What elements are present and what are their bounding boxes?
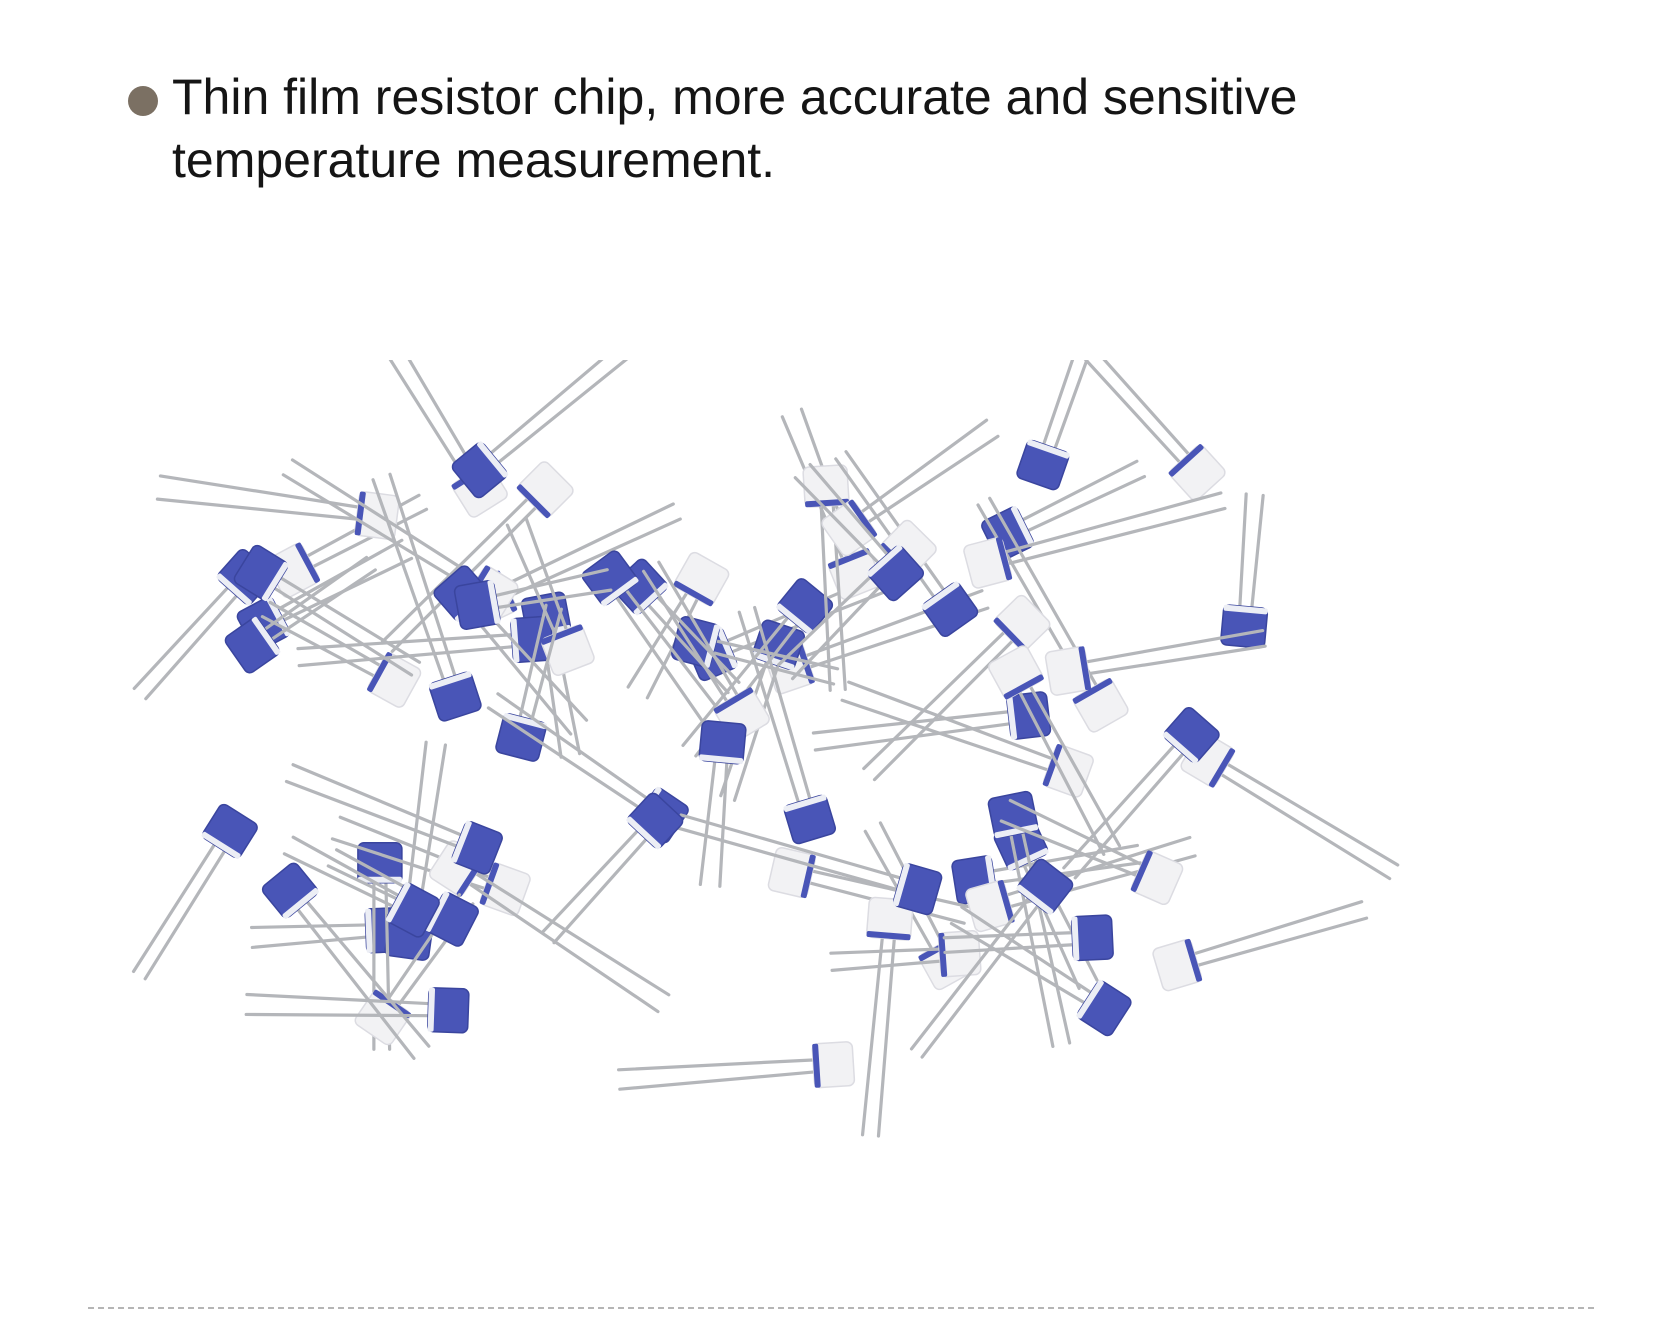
resistor-chip	[1028, 360, 1226, 501]
resistor-chip	[987, 790, 1072, 1048]
resistor-chip	[834, 450, 979, 638]
bullet-dot-icon	[128, 86, 158, 116]
resistor-chip	[541, 792, 684, 945]
resistor-chip	[675, 813, 943, 916]
resistor-chip	[829, 929, 982, 978]
resistor-chip	[1062, 706, 1220, 880]
resistor-chip	[244, 987, 470, 1034]
resistor-chip	[626, 551, 730, 700]
resistor-chip	[224, 555, 377, 674]
resistor-chip	[1220, 492, 1269, 649]
resistor-chip	[1044, 628, 1267, 696]
resistor-chip	[617, 1041, 856, 1091]
resistor-chip	[840, 680, 1094, 798]
resistor-chip	[233, 544, 422, 677]
resistor-chip	[793, 462, 925, 602]
resistor-chip	[1180, 731, 1400, 881]
resistor-chip	[371, 472, 482, 722]
resistor-chip	[821, 418, 1000, 557]
resistor-chip	[963, 491, 1227, 589]
resistor-chip	[737, 605, 837, 845]
feature-text: Thin film resistor chip, more accurate a…	[172, 69, 1298, 188]
resistor-chip	[131, 803, 258, 981]
resistor-chip	[949, 905, 1132, 1037]
resistor-chip	[1016, 360, 1130, 491]
resistor-chip	[942, 914, 1114, 962]
resistor-chip	[698, 720, 747, 888]
resistor-chip	[155, 474, 400, 540]
resistor-chip	[909, 858, 1074, 1059]
resistor-chip	[860, 896, 914, 1138]
resistor-chip	[282, 835, 440, 938]
resistor-chip	[453, 568, 613, 630]
resistor-chip	[284, 763, 503, 875]
resistor-chip	[380, 461, 574, 653]
resistor-chip	[988, 645, 1122, 856]
product-photo	[131, 360, 1400, 1138]
resistor-chip	[495, 603, 563, 762]
dashed-divider	[88, 1307, 1594, 1309]
resistor-chip	[1152, 900, 1369, 992]
resistor-chip	[999, 798, 1184, 906]
feature-bullet: Thin film resistor chip, more accurate a…	[128, 66, 1448, 192]
resistor-chip	[862, 594, 1051, 782]
resistor-chip	[451, 360, 637, 499]
resistor-chip	[261, 862, 431, 1060]
